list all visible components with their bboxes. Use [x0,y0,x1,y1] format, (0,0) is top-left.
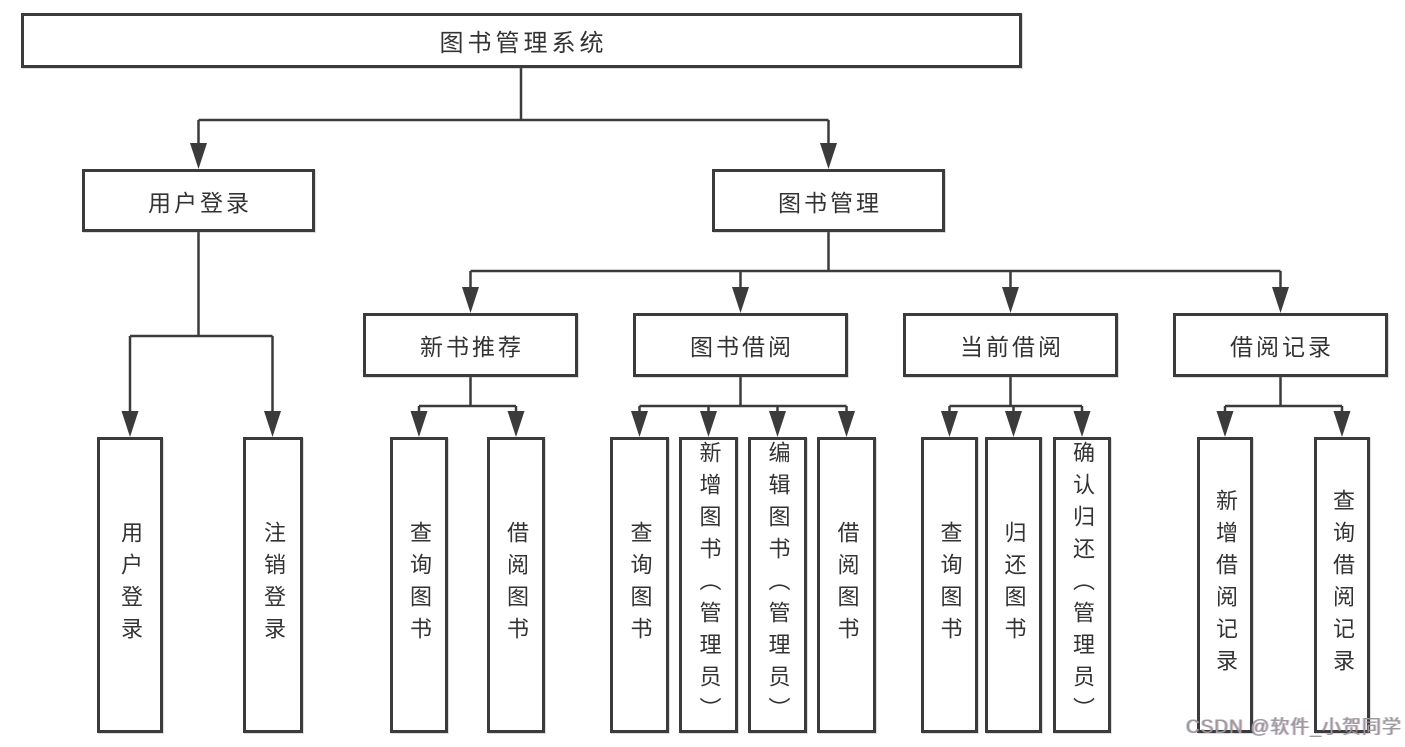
node-leaf-add-books-admin: 新增图书（管理员） [679,437,738,733]
arrowheads [121,143,1351,437]
node-label: 借阅图书 [834,521,860,649]
node-book-borrowing: 图书借阅 [633,313,848,377]
node-label: 查询借阅记录 [1330,489,1355,681]
node-library-management-system: 图书管理系统 [21,13,1022,68]
node-label: 查询图书 [407,521,432,649]
node-label: 图书管理 [778,189,882,216]
node-label: 查询图书 [937,521,963,649]
node-borrowing-records: 借阅记录 [1173,313,1388,377]
node-book-management: 图书管理 [712,169,945,232]
node-label: 借阅图书 [504,521,529,649]
node-label: 注销登录 [261,521,286,649]
node-label: 确认归还（管理员） [1070,441,1095,729]
node-leaf-add-borrow-record: 新增借阅记录 [1197,437,1253,733]
node-new-book-recommendation: 新书推荐 [363,313,578,377]
node-label: 新增借阅记录 [1213,489,1238,681]
node-leaf-query-books-recommend: 查询图书 [390,437,448,733]
node-leaf-query-books-current: 查询图书 [921,437,978,733]
node-label: 用户登录 [118,521,143,649]
node-current-borrowing: 当前借阅 [903,313,1118,377]
node-label: 归还图书 [1001,521,1027,649]
node-label: 图书借阅 [690,334,794,360]
node-label: 当前借阅 [960,334,1064,360]
node-label: 编辑图书（管理员） [765,441,791,729]
node-user-login: 用户登录 [82,169,315,232]
node-leaf-return-books: 归还图书 [985,437,1042,733]
node-leaf-user-login: 用户登录 [97,437,163,733]
node-label: 新书推荐 [420,334,524,360]
node-label: 查询图书 [627,521,653,649]
node-leaf-borrow-books-recommend: 借阅图书 [487,437,545,733]
node-label: 图书管理系统 [439,30,608,57]
node-leaf-edit-books-admin: 编辑图书（管理员） [748,437,807,733]
node-leaf-confirm-return-admin: 确认归还（管理员） [1053,437,1111,733]
node-leaf-borrow-books: 借阅图书 [817,437,876,733]
node-leaf-query-borrow-record: 查询借阅记录 [1314,437,1370,733]
csdn-watermark: CSDN @软件_小贺同学 [1186,717,1402,738]
node-label: 用户登录 [148,189,252,216]
node-leaf-logout: 注销登录 [243,437,303,733]
node-label: 借阅记录 [1230,334,1334,360]
node-label: 新增图书（管理员） [696,441,722,729]
node-leaf-query-books-borrow: 查询图书 [610,437,669,733]
